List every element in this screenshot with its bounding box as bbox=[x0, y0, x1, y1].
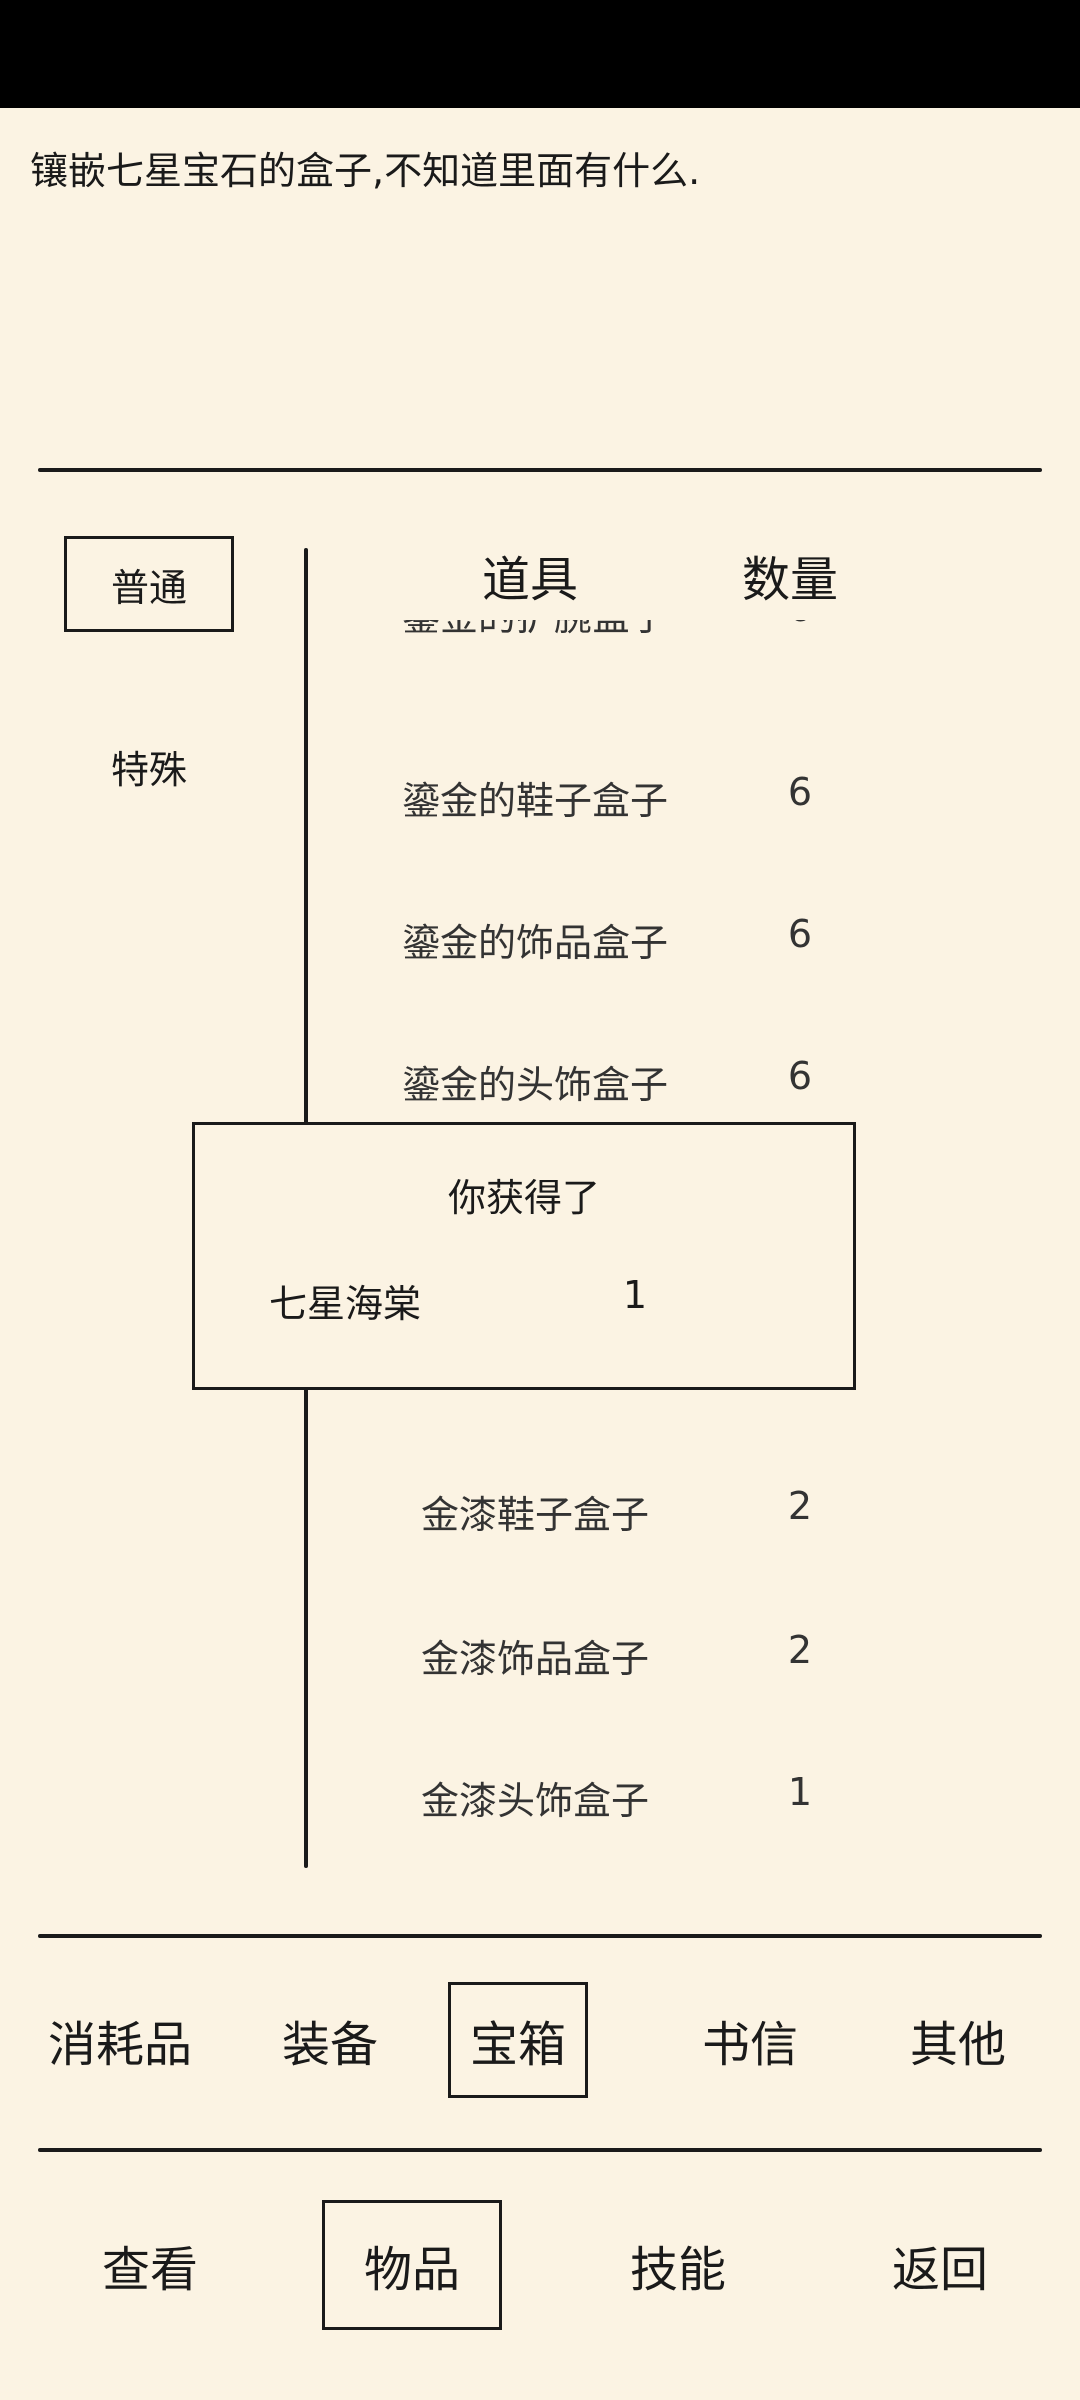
header-count: 数量 bbox=[741, 552, 838, 608]
filter-special-button[interactable]: 特殊 bbox=[64, 718, 234, 814]
item-name: 鎏金的鞋子盒子 bbox=[401, 779, 668, 823]
item-name: 鎏金的护腕盒子 bbox=[310, 620, 760, 641]
item-name: 鎏金的头饰盒子 bbox=[401, 1063, 668, 1107]
tabs-top-divider bbox=[38, 1934, 1042, 1938]
list-item[interactable]: 鎏金的鞋子盒子 6 bbox=[310, 742, 870, 842]
nav-view-button[interactable]: 查看 bbox=[101, 2242, 198, 2298]
list-item[interactable]: 金漆鞋子盒子 2 bbox=[310, 1456, 870, 1556]
popup-item-name: 七星海棠 bbox=[268, 1282, 421, 1326]
tab-consumables[interactable]: 消耗品 bbox=[47, 2017, 192, 2073]
item-count: 6 bbox=[787, 912, 813, 956]
reward-popup[interactable]: 你获得了 七星海棠 1 bbox=[192, 1122, 856, 1390]
popup-title: 你获得了 bbox=[447, 1176, 600, 1220]
filter-normal-button[interactable]: 普通 bbox=[64, 536, 234, 632]
filter-special-label: 特殊 bbox=[110, 747, 187, 792]
header-item: 道具 bbox=[481, 552, 578, 608]
item-count: 1 bbox=[787, 1770, 813, 1814]
popup-item-count: 1 bbox=[622, 1273, 648, 1317]
item-description: 镶嵌七星宝石的盒子,不知道里面有什么. bbox=[30, 149, 701, 193]
nav-top-divider bbox=[38, 2148, 1042, 2152]
list-item[interactable]: 鎏金的饰品盒子 6 bbox=[310, 884, 870, 984]
list-item[interactable]: 金漆头饰盒子 1 bbox=[310, 1742, 870, 1842]
item-name: 鎏金的饰品盒子 bbox=[401, 921, 668, 965]
status-bar bbox=[0, 0, 1080, 108]
item-count: 6 bbox=[740, 620, 860, 630]
nav-back-button[interactable]: 返回 bbox=[891, 2242, 988, 2298]
item-name: 金漆头饰盒子 bbox=[420, 1779, 649, 1823]
item-count: 2 bbox=[787, 1484, 813, 1528]
tab-other[interactable]: 其他 bbox=[909, 2017, 1006, 2073]
tab-equipment[interactable]: 装备 bbox=[281, 2017, 378, 2073]
nav-skills-button[interactable]: 技能 bbox=[629, 2242, 726, 2298]
filter-normal-label: 普通 bbox=[110, 565, 187, 610]
item-count: 6 bbox=[787, 1054, 813, 1098]
tab-chests[interactable]: 宝箱 bbox=[448, 1982, 588, 2098]
item-name: 金漆鞋子盒子 bbox=[420, 1493, 649, 1537]
list-item[interactable]: 金漆饰品盒子 2 bbox=[310, 1600, 870, 1700]
item-count: 2 bbox=[787, 1628, 813, 1672]
item-name: 金漆饰品盒子 bbox=[420, 1637, 649, 1681]
nav-items-button[interactable]: 物品 bbox=[322, 2200, 502, 2330]
item-count: 6 bbox=[787, 770, 813, 814]
top-divider bbox=[38, 468, 1042, 472]
list-item[interactable]: 鎏金的护腕盒子 6 bbox=[310, 620, 870, 658]
item-list[interactable]: 鎏金的护腕盒子 6 鎏金的鞋子盒子 6 鎏金的饰品盒子 6 鎏金的头饰盒子 6 … bbox=[310, 620, 870, 1850]
tab-letters[interactable]: 书信 bbox=[701, 2017, 798, 2073]
list-item[interactable]: 鎏金的头饰盒子 6 bbox=[310, 1026, 870, 1126]
